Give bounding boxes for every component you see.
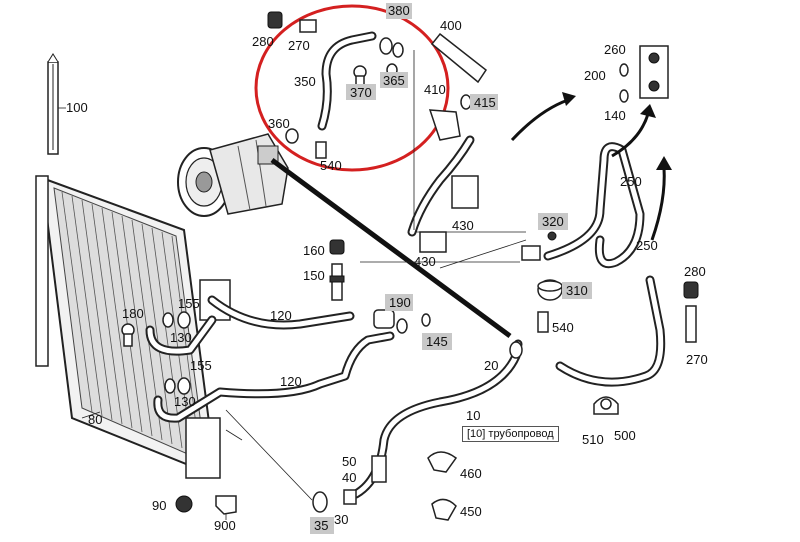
label-190: 190	[389, 295, 411, 310]
label-500: 500	[614, 428, 636, 443]
label-145: 145	[426, 334, 448, 349]
label-320: 320	[542, 214, 564, 229]
label-120a: 120	[270, 308, 292, 323]
label-100: 100	[66, 100, 88, 115]
label-180: 180	[122, 306, 144, 321]
label-450: 450	[460, 504, 482, 519]
label-50: 50	[342, 454, 356, 469]
label-20: 20	[484, 358, 498, 373]
label-360: 360	[268, 116, 290, 131]
label-150: 150	[303, 268, 325, 283]
label-280a: 280	[252, 34, 274, 49]
label-140: 140	[604, 108, 626, 123]
label-900: 900	[214, 518, 236, 533]
label-510: 510	[582, 432, 604, 447]
label-415: 415	[474, 95, 496, 110]
label-90: 90	[152, 498, 166, 513]
label-280b: 280	[684, 264, 706, 279]
label-370: 370	[350, 85, 372, 100]
label-365: 365	[383, 73, 405, 88]
label-120b: 120	[280, 374, 302, 389]
label-260: 260	[604, 42, 626, 57]
label-40: 40	[342, 470, 356, 485]
label-410: 410	[424, 82, 446, 97]
part-100-rod[interactable]	[47, 53, 66, 155]
label-80: 80	[88, 412, 102, 427]
label-250b: 250	[636, 238, 658, 253]
label-460: 460	[460, 466, 482, 481]
part-tooltip: [10] трубопровод	[462, 426, 559, 442]
label-400: 400	[440, 18, 462, 33]
label-155a: 155	[178, 296, 200, 311]
label-160: 160	[303, 243, 325, 258]
label-200: 200	[584, 68, 606, 83]
label-270a: 270	[288, 38, 310, 53]
flow-arrows	[510, 92, 672, 241]
highlight-ellipse	[254, 4, 450, 172]
small-parts	[121, 11, 699, 521]
label-130b: 130	[174, 394, 196, 409]
label-540a: 540	[320, 158, 342, 173]
label-30: 30	[334, 512, 348, 527]
callout-labels[interactable]: 100 80 180 155 130 155 130 120 120 160 1…	[66, 3, 708, 533]
label-35: 35	[314, 518, 328, 533]
label-350: 350	[294, 74, 316, 89]
pointer-line	[270, 157, 512, 339]
label-130a: 130	[170, 330, 192, 345]
label-270b: 270	[686, 352, 708, 367]
label-430a: 430	[452, 218, 474, 233]
part-compressor[interactable]	[177, 133, 289, 217]
label-155b: 155	[190, 358, 212, 373]
label-250a: 250	[620, 174, 642, 189]
label-540b: 540	[552, 320, 574, 335]
label-380: 380	[388, 3, 410, 18]
label-10: 10	[466, 408, 480, 423]
label-430b: 430	[414, 254, 436, 269]
label-highlight-boxes	[310, 3, 592, 534]
label-310: 310	[566, 283, 588, 298]
pipes	[145, 31, 666, 501]
